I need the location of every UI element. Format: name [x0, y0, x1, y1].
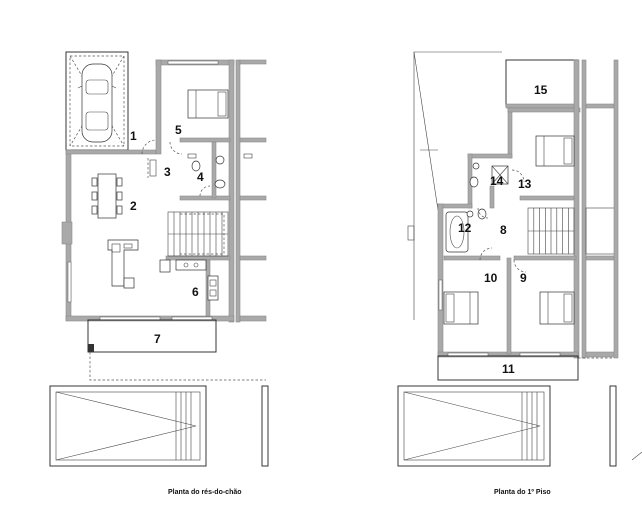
carport-roof-dashed — [69, 55, 125, 147]
bed-icon-room-10 — [443, 291, 479, 325]
room-label-13: 13 — [518, 177, 532, 191]
room-label-9: 9 — [520, 271, 527, 285]
room-label-6: 6 — [192, 285, 199, 299]
bathroom-fixtures-first — [445, 162, 509, 253]
room-label-2: 2 — [130, 199, 137, 213]
roof-outline — [407, 51, 502, 320]
room-label-1: 1 — [130, 129, 137, 143]
bed-icon-room-9 — [539, 291, 575, 325]
pool-ground — [49, 385, 269, 467]
pool-first — [397, 385, 617, 467]
caption-ground-floor: Planta do rés-do-chão — [168, 489, 242, 496]
bathroom-fixtures-ground — [187, 153, 253, 189]
caption-first-floor: Planta do 1º Piso — [494, 489, 551, 496]
bed-icon — [187, 89, 229, 119]
balcony-11 — [437, 355, 614, 381]
room-label-3: 3 — [164, 165, 171, 179]
stairs-first — [527, 207, 617, 255]
terrace-7 — [87, 319, 266, 381]
stairs-ground — [167, 211, 229, 257]
kitchen-counters — [159, 259, 219, 301]
room-label-11: 11 — [502, 362, 515, 376]
car-icon — [77, 63, 117, 143]
room-label-8: 8 — [500, 223, 507, 237]
room-label-12: 12 — [458, 221, 472, 235]
neighbour-edge-marks — [613, 59, 642, 461]
door-swings-ground — [141, 139, 211, 197]
bed-icon-master — [535, 135, 575, 167]
room-label-5: 5 — [175, 123, 182, 137]
sofa-icon — [107, 239, 139, 289]
ground-floor-windows — [67, 60, 219, 321]
pool-steps-ground — [175, 392, 192, 460]
dining-table-icon — [91, 173, 123, 219]
room-label-10: 10 — [484, 271, 498, 285]
carport-cross-2 — [69, 55, 125, 147]
room-label-14: 14 — [490, 174, 504, 188]
pool-steps-first — [521, 392, 538, 460]
room-label-4: 4 — [197, 170, 204, 184]
room-label-15: 15 — [534, 83, 548, 97]
first-floor-plan: 8 9 10 11 12 13 14 15 Planta do 1º Piso — [397, 51, 617, 496]
door-swings-first — [477, 169, 527, 273]
ground-floor-plan: 1 2 3 4 5 6 7 Planta do rés-do-chão — [49, 51, 269, 496]
carport-cross-1 — [69, 55, 125, 147]
room-label-7: 7 — [154, 332, 161, 346]
